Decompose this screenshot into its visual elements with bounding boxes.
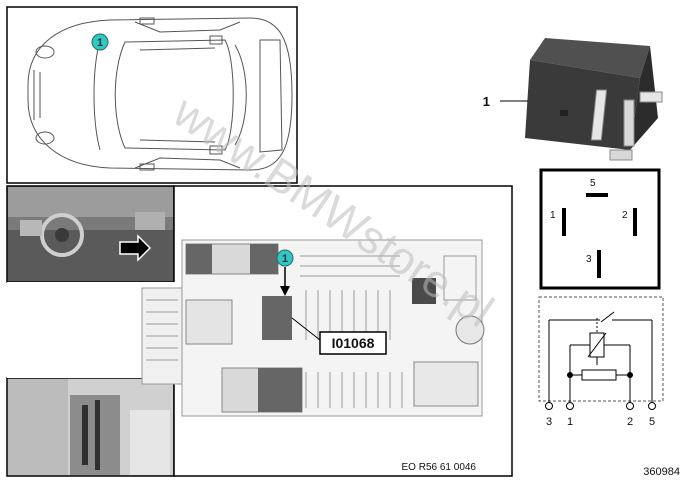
fuse-box-callout: 1 (276, 249, 294, 296)
vehicle-location-panel: 1 (6, 6, 298, 184)
location-callout-number: 1 (97, 37, 103, 49)
pin-label-bottom: 3 (586, 254, 592, 265)
fuse-box-callout-number: 1 (282, 253, 288, 265)
terminal-label: 3 (546, 416, 552, 428)
relay-slot-dark (186, 244, 212, 274)
relay-slot-dark (250, 244, 278, 274)
relay-illustration: 1 (483, 38, 663, 161)
relay-pinout: 5 1 2 3 (539, 168, 661, 290)
circuit-schematic: 3 1 2 5 (538, 296, 664, 428)
dashboard-photo (6, 185, 175, 283)
part-ref-label: I01068 (291, 317, 387, 355)
pin-label-right: 2 (622, 210, 628, 221)
relay-slot-dark (258, 368, 302, 412)
part-ref-text: I01068 (332, 335, 375, 351)
terminal-label: 2 (627, 416, 633, 428)
target-relay-slot (262, 296, 292, 340)
location-callout: 1 (91, 33, 109, 51)
item-label: 1 (483, 94, 490, 109)
car-outline (27, 17, 293, 171)
direction-arrow-icon (119, 234, 152, 262)
image-number: 360984 (643, 466, 680, 478)
fuse-box-panel: 1 I01068 EO R56 61 0046 (7, 185, 513, 477)
terminal-label: 5 (649, 416, 655, 428)
terminal-label: 1 (567, 416, 573, 428)
footwell-photo (6, 377, 175, 477)
pin-label-top: 5 (590, 178, 596, 189)
pin-label-left: 1 (550, 210, 556, 221)
drawing-ref: EO R56 61 0046 (402, 462, 477, 473)
fuse-box-housing (141, 239, 485, 417)
